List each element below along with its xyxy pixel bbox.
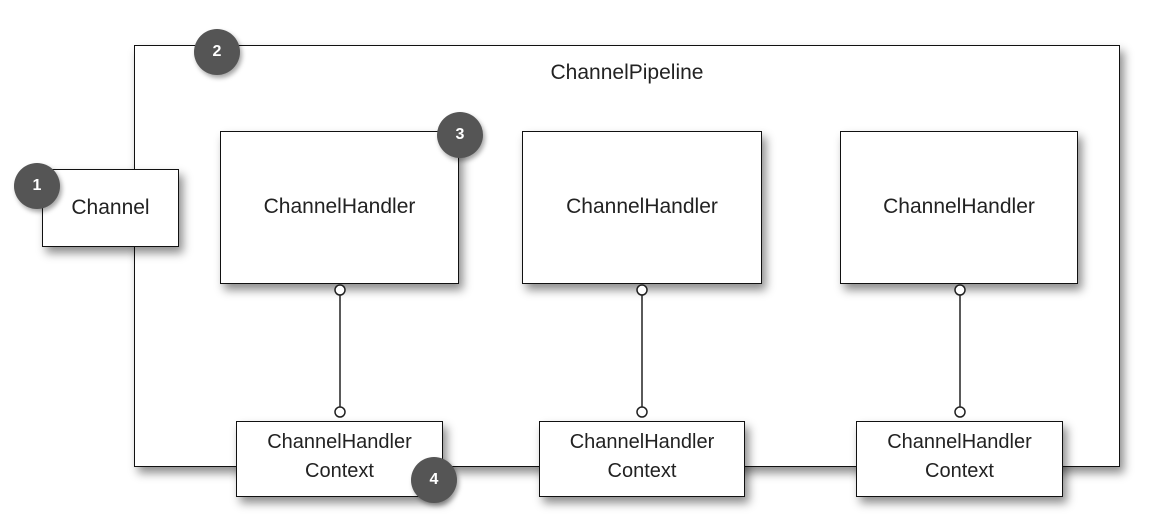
context-label-line2: Context	[925, 460, 994, 482]
context-label-line2: Context	[305, 460, 374, 482]
channel-handler-context-box-2: ChannelHandler Context	[539, 421, 745, 497]
channel-handler-label: ChannelHandler	[566, 195, 718, 218]
channel-handler-context-box-3: ChannelHandler Context	[856, 421, 1063, 497]
channel-handler-label: ChannelHandler	[263, 195, 416, 218]
channel-handler-context-box-1: ChannelHandler Context	[236, 421, 443, 497]
badge-1: 1	[14, 163, 60, 209]
channel-label: Channel	[71, 196, 150, 219]
channel-box: Channel	[42, 169, 179, 247]
channel-pipeline-label: ChannelPipeline	[550, 61, 704, 84]
context-label-line1: ChannelHandler	[267, 431, 412, 453]
channel-handler-box-3: ChannelHandler	[840, 131, 1078, 284]
badge-4: 4	[411, 457, 457, 503]
context-label-line1: ChannelHandler	[569, 431, 715, 453]
context-label-line1: ChannelHandler	[887, 431, 1032, 453]
channel-handler-box-1: ChannelHandler	[220, 131, 459, 284]
channel-handler-box-2: ChannelHandler	[522, 131, 762, 284]
channel-handler-label: ChannelHandler	[883, 195, 1035, 218]
badge-3: 3	[437, 112, 483, 158]
badge-2: 2	[194, 29, 240, 75]
context-label-line2: Context	[607, 460, 677, 482]
